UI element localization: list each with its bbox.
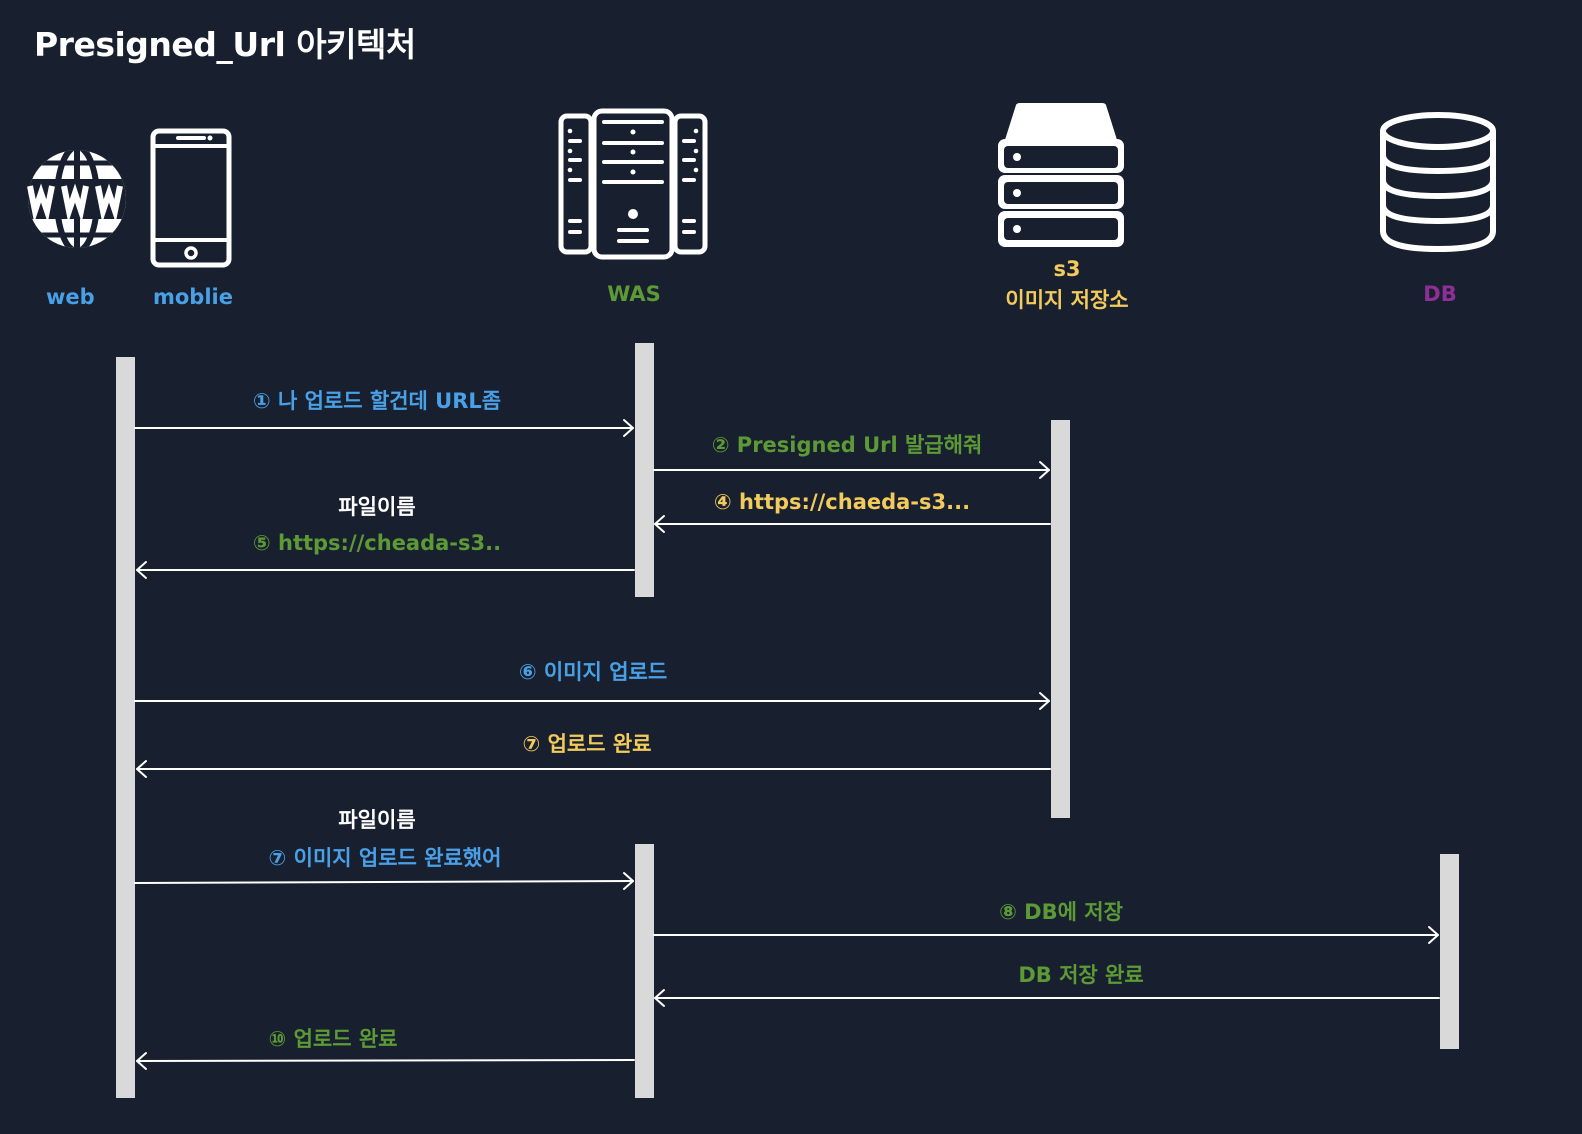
message-label-m8: ⑧ DB에 저장 xyxy=(999,900,1123,924)
arrow-m7a xyxy=(136,760,1051,778)
storage-server-icon xyxy=(998,103,1124,247)
actor-label-was: WAS xyxy=(607,282,661,306)
arrow-m1 xyxy=(134,419,634,437)
globe-www-icon xyxy=(27,150,126,248)
arrow-m10 xyxy=(136,1052,635,1070)
database-icon xyxy=(1380,112,1496,253)
arrow-m7b xyxy=(134,872,634,890)
actor-label-mobile: moblie xyxy=(153,285,233,309)
actor-label-s3: s3 xyxy=(1053,257,1081,281)
activation-was-2 xyxy=(635,844,654,1098)
message-label-m5: ⑤ https://cheada-s3.. xyxy=(253,531,501,555)
arrow-m6 xyxy=(134,692,1050,710)
page-title: Presigned_Url 아키텍처 xyxy=(34,25,416,64)
activation-s3 xyxy=(1051,420,1070,818)
activation-was-1 xyxy=(635,343,654,597)
message-label-m4: ④ https://chaeda-s3... xyxy=(714,490,970,514)
actor-label-db: DB xyxy=(1423,282,1457,306)
server-rack-icon xyxy=(558,108,708,260)
message-label-m2: ② Presigned Url 발급해줘 xyxy=(712,433,983,457)
activation-db xyxy=(1440,854,1459,1049)
arrow-m9 xyxy=(654,989,1440,1007)
message-label-m6: ⑥ 이미지 업로드 xyxy=(519,660,667,684)
message-label-m10: ⑩ 업로드 완료 xyxy=(268,1027,397,1051)
arrow-m4 xyxy=(654,515,1051,533)
actor-label-s3-description: 이미지 저장소 xyxy=(1005,288,1129,312)
message-label-m1: ① 나 업로드 할건데 URL좀 xyxy=(253,389,501,413)
message-label-m7b: ⑦ 이미지 업로드 완료했어 xyxy=(269,846,502,870)
message-label-m5-filename: 파일이름 xyxy=(338,495,415,519)
actor-label-web: web xyxy=(46,285,95,309)
message-label-m7a: ⑦ 업로드 완료 xyxy=(522,732,651,756)
arrow-m8 xyxy=(653,926,1439,944)
arrow-m2 xyxy=(653,461,1050,479)
message-label-m7b-filename: 파일이름 xyxy=(338,808,415,832)
arrow-m5 xyxy=(136,561,635,579)
smartphone-icon xyxy=(150,128,232,268)
lifeline-web xyxy=(116,357,135,1098)
message-label-m9: DB 저장 완료 xyxy=(1018,963,1143,987)
